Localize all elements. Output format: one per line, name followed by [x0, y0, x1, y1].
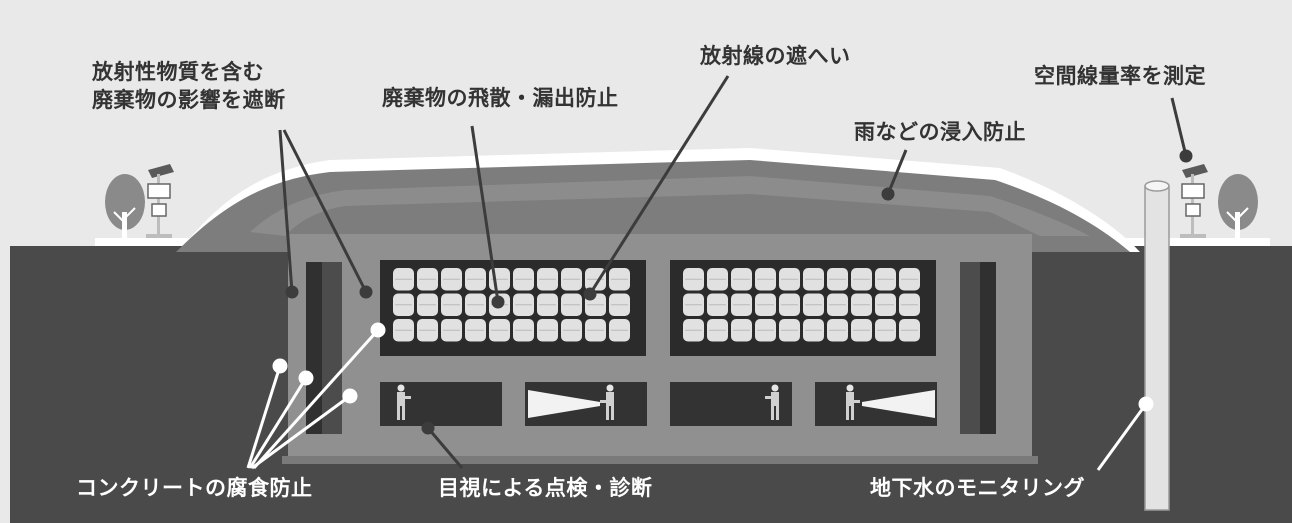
leader-dot [1138, 396, 1154, 412]
leader-lines-light [246, 322, 1154, 471]
leader-dot [342, 388, 358, 404]
leader-rain [886, 149, 908, 195]
flashlight-beam-1 [528, 390, 600, 418]
label-scatter-prevent: 廃棄物の飛散・漏出防止 [382, 86, 619, 110]
leader-dot [359, 285, 373, 299]
label-waste-effect-line1: 放射性物質を含む [92, 60, 264, 84]
leader-scatter [470, 125, 500, 303]
groundwater-pipe [1144, 185, 1170, 511]
drum-grid-left [393, 268, 630, 342]
leader-dot [285, 285, 299, 299]
leader-concrete-4 [252, 328, 380, 470]
solar-monitoring-post-icon [1180, 164, 1208, 238]
leader-radiation [588, 75, 730, 295]
leader-inspection [426, 427, 464, 469]
concrete-base [282, 456, 1038, 464]
ground-surface-left [95, 238, 215, 246]
leader-waste-effect-left [278, 129, 294, 293]
label-concrete-corrosion: コンクリートの腐食防止 [76, 476, 313, 500]
leader-dot [370, 322, 386, 338]
groundwater-pipe-top [1144, 180, 1170, 192]
tree-icon [105, 174, 145, 240]
worker-with-flashlight-icon [765, 384, 779, 420]
mound-upper-band [250, 176, 1090, 236]
leader-dot [421, 421, 435, 435]
leader-dose-rate [1170, 97, 1188, 157]
label-dose-rate: 空間線量率を測定 [1034, 64, 1206, 88]
tree-icon [1218, 174, 1258, 240]
leader-dot [583, 287, 597, 301]
label-waste-effect-line2: 廃棄物の影響を遮断 [92, 88, 286, 112]
label-radiation-shield: 放射線の遮へい [700, 44, 851, 68]
right-shaft-inner [960, 262, 980, 434]
leader-dot [1179, 149, 1193, 163]
leader-dot [881, 187, 895, 201]
label-rain-prevent: 雨などの浸入防止 [854, 120, 1026, 144]
label-visual-inspection: 目視による点検・診断 [438, 476, 653, 500]
ground-surface-right [1110, 238, 1270, 246]
leader-dot [491, 295, 505, 309]
leader-dot [298, 370, 314, 386]
leader-lines-dark [278, 75, 1193, 469]
worker-with-flashlight-icon [846, 384, 860, 420]
drum-grid-right [683, 268, 920, 342]
leader-concrete-3 [251, 394, 351, 470]
leader-concrete-1 [246, 365, 282, 469]
worker-with-flashlight-icon [397, 384, 411, 420]
leader-dot [272, 358, 288, 374]
leader-concrete-2 [248, 377, 308, 469]
leader-waste-effect-right [282, 129, 368, 293]
solar-monitoring-post-icon [146, 164, 174, 238]
worker-with-flashlight-icon [600, 384, 614, 420]
left-shaft-inner [322, 262, 342, 434]
flashlight-beam-2 [862, 390, 935, 418]
label-groundwater: 地下水のモニタリング [870, 476, 1085, 500]
leader-groundwater [1096, 403, 1148, 471]
